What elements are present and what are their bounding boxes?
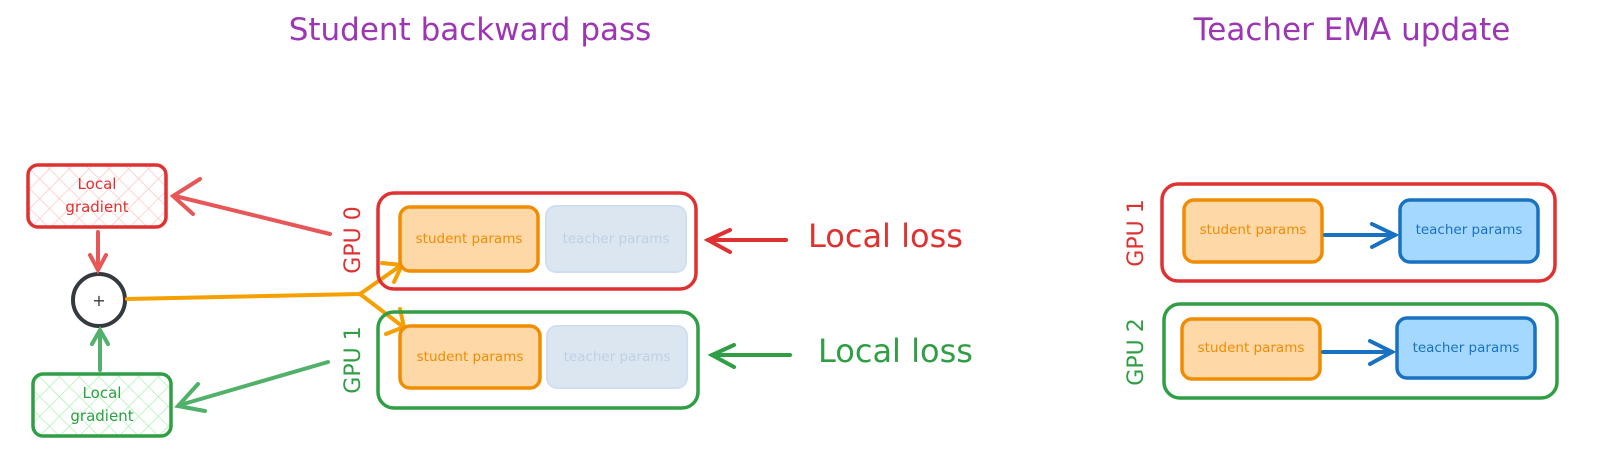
student-params-label: student params xyxy=(417,349,524,365)
gradient-label-line1: Local xyxy=(83,384,122,402)
arrow-loss-to-gpu1 xyxy=(707,343,792,369)
gpu1-group: GPU 1 student params teacher params xyxy=(341,310,700,410)
teacher-params-label: teacher params xyxy=(1413,340,1520,356)
gradient-label-line2: gradient xyxy=(65,198,128,216)
student-params-box xyxy=(398,205,540,273)
student-params-box xyxy=(1180,317,1322,381)
student-params-label: student params xyxy=(1200,222,1307,238)
teacher-params-label: teacher params xyxy=(563,231,670,247)
ema-gpu1-group: GPU 1 student params teacher params xyxy=(1124,182,1557,283)
teacher-params-box xyxy=(1395,316,1537,380)
student-backward-title: Student backward pass xyxy=(289,12,652,48)
local-gradient-gpu1: Local gradient xyxy=(31,372,173,438)
student-params-box xyxy=(1182,198,1324,264)
gpu0-label: GPU 0 xyxy=(341,206,366,273)
local-gradient-gpu0: Local gradient xyxy=(26,163,168,229)
teacher-params-label: teacher params xyxy=(1416,222,1523,238)
teacher-params-label: teacher params xyxy=(564,349,671,365)
arrow-gpu1-to-gradient xyxy=(174,360,330,413)
arrow-gradient0-to-sum xyxy=(88,230,108,275)
ema-arrow xyxy=(1323,222,1400,249)
local-loss-gpu1: Local loss xyxy=(818,332,973,370)
teacher-params-box xyxy=(545,205,687,273)
teacher-ema-title: Teacher EMA update xyxy=(1193,12,1511,48)
student-params-box xyxy=(398,324,542,390)
student-params-label: student params xyxy=(1198,340,1305,356)
gpu0-group: GPU 0 student params teacher params xyxy=(341,191,698,291)
ema-arrow xyxy=(1321,339,1397,366)
teacher-params-box xyxy=(1398,198,1540,264)
arrow-gradient1-to-sum xyxy=(90,325,110,372)
teacher-params-box xyxy=(546,325,688,389)
local-loss-gpu0: Local loss xyxy=(808,217,963,255)
gpu1-label: GPU 1 xyxy=(341,326,366,393)
plus-label: + xyxy=(92,291,105,310)
arrow-gpu0-to-gradient xyxy=(169,177,332,236)
sum-node: + xyxy=(71,272,127,328)
ema-gpu2-label: GPU 2 xyxy=(1124,318,1149,385)
gradient-label-line1: Local xyxy=(78,175,117,193)
gradient-label-line2: gradient xyxy=(70,407,133,425)
ema-gpu1-label: GPU 1 xyxy=(1124,199,1149,266)
arrow-loss-to-gpu0 xyxy=(703,228,788,254)
ema-gpu2-group: GPU 2 student params teacher params xyxy=(1124,302,1559,400)
student-params-label: student params xyxy=(416,231,523,247)
